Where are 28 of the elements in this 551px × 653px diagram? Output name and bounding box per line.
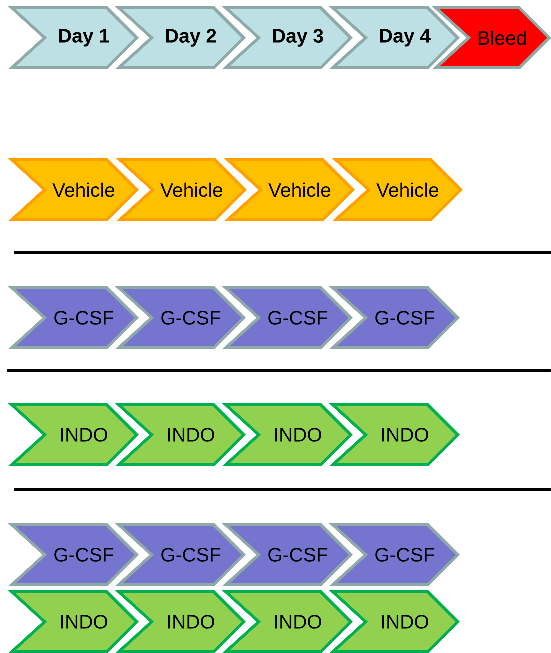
process-step: G-CSF xyxy=(8,286,140,350)
node-label: INDO xyxy=(382,615,428,629)
process-step: INDO xyxy=(222,590,354,653)
process-step: Day 3 xyxy=(222,6,354,70)
process-step: Day 1 xyxy=(8,6,140,70)
process-step: Day 4 xyxy=(329,6,460,70)
process-step: G-CSF xyxy=(8,524,140,586)
process-step: INDO xyxy=(222,404,354,466)
process-step: G-CSF xyxy=(115,524,246,586)
process-step: Vehicle xyxy=(8,158,140,222)
process-step: Vehicle xyxy=(116,158,248,222)
process-step: G-CSF xyxy=(222,286,354,350)
process-step: Bleed xyxy=(432,6,551,70)
process-step: INDO xyxy=(8,590,140,653)
process-step: INDO xyxy=(115,590,246,653)
process-step: INDO xyxy=(115,404,246,466)
process-step: Day 2 xyxy=(115,6,246,70)
process-step: Vehicle xyxy=(224,158,356,222)
process-step: INDO xyxy=(329,590,460,653)
process-step: G-CSF xyxy=(115,286,246,350)
process-step: G-CSF xyxy=(222,524,354,586)
process-step: G-CSF xyxy=(329,524,460,586)
process-step: INDO xyxy=(8,404,140,466)
process-step: INDO xyxy=(329,404,460,466)
node-label: INDO xyxy=(275,615,322,629)
process-step: Vehicle xyxy=(332,158,464,222)
process-step: G-CSF xyxy=(329,286,460,350)
node-label: INDO xyxy=(168,615,214,629)
